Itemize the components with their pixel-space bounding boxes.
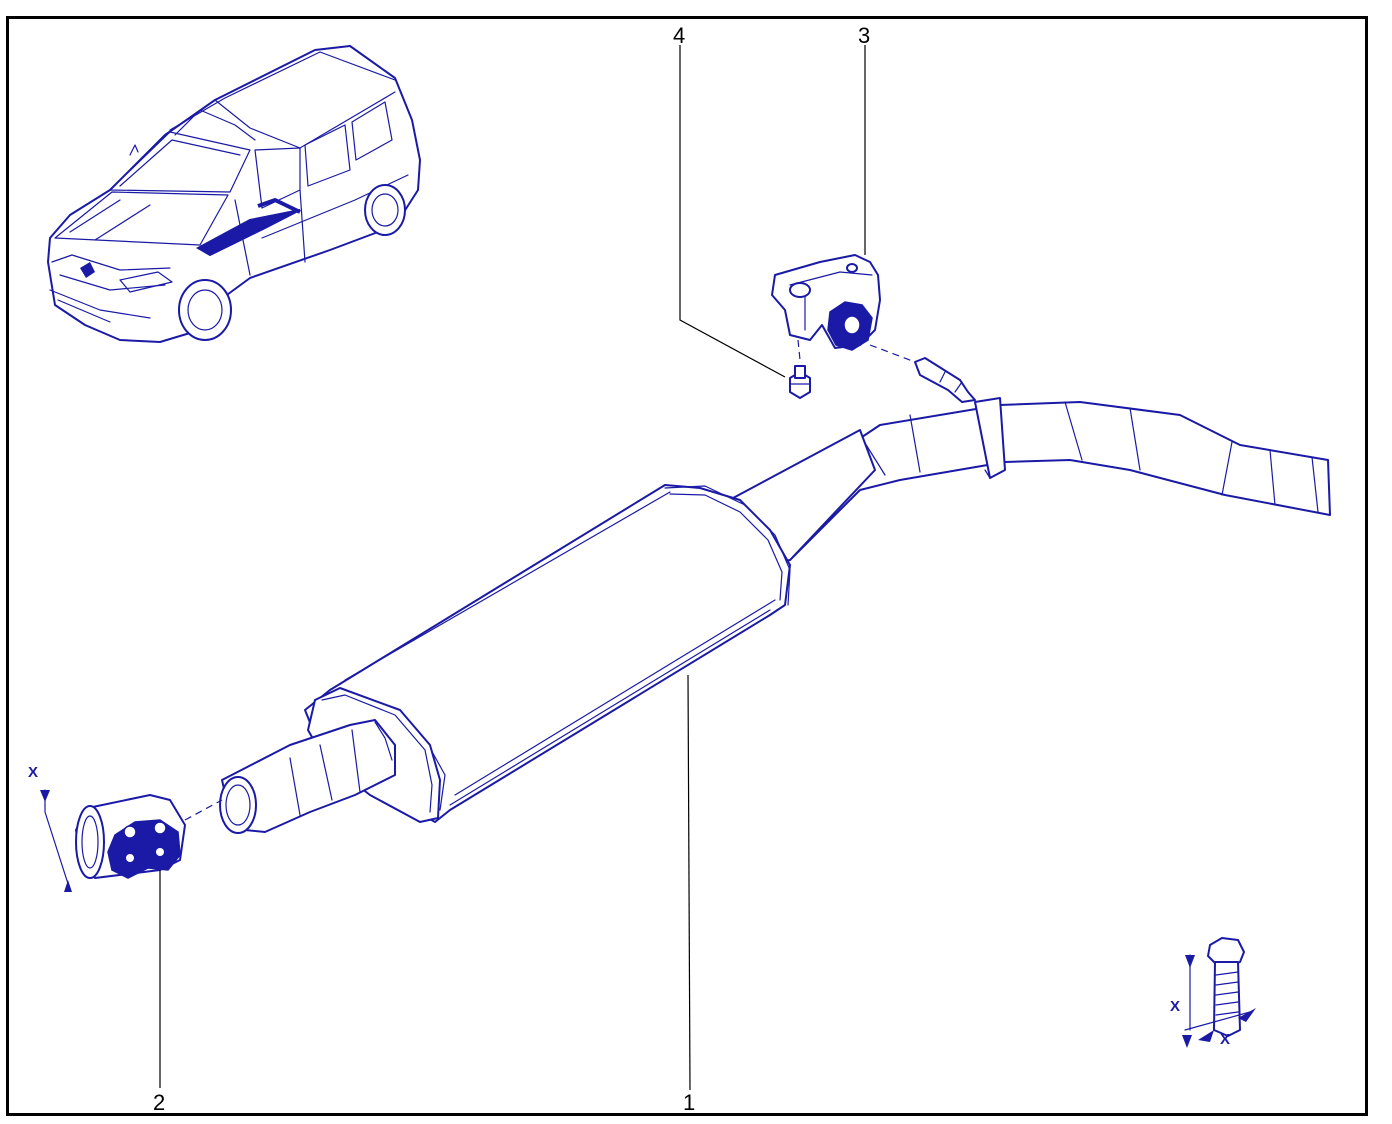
callout-4: 4 bbox=[673, 23, 685, 48]
vehicle-illustration bbox=[47, 45, 421, 343]
callout-3: 3 bbox=[858, 23, 870, 48]
bolt-dimension-label-vertical: X bbox=[1170, 998, 1180, 1015]
leader-bolt bbox=[679, 45, 786, 378]
leader-muffler bbox=[687, 674, 691, 1091]
bracket bbox=[771, 254, 881, 351]
callout-2: 2 bbox=[153, 1090, 165, 1115]
muffler bbox=[219, 429, 876, 834]
bolt-dimension-detail bbox=[1182, 937, 1256, 1048]
leader-lines bbox=[159, 45, 866, 1091]
clamp bbox=[40, 789, 223, 892]
bolt-dimension-label-horizontal: X bbox=[1220, 1031, 1230, 1048]
clamp-dimension-label: X bbox=[28, 764, 38, 781]
rear-pipe-section bbox=[774, 344, 1331, 561]
bolt bbox=[789, 339, 811, 399]
callout-1: 1 bbox=[683, 1090, 695, 1115]
